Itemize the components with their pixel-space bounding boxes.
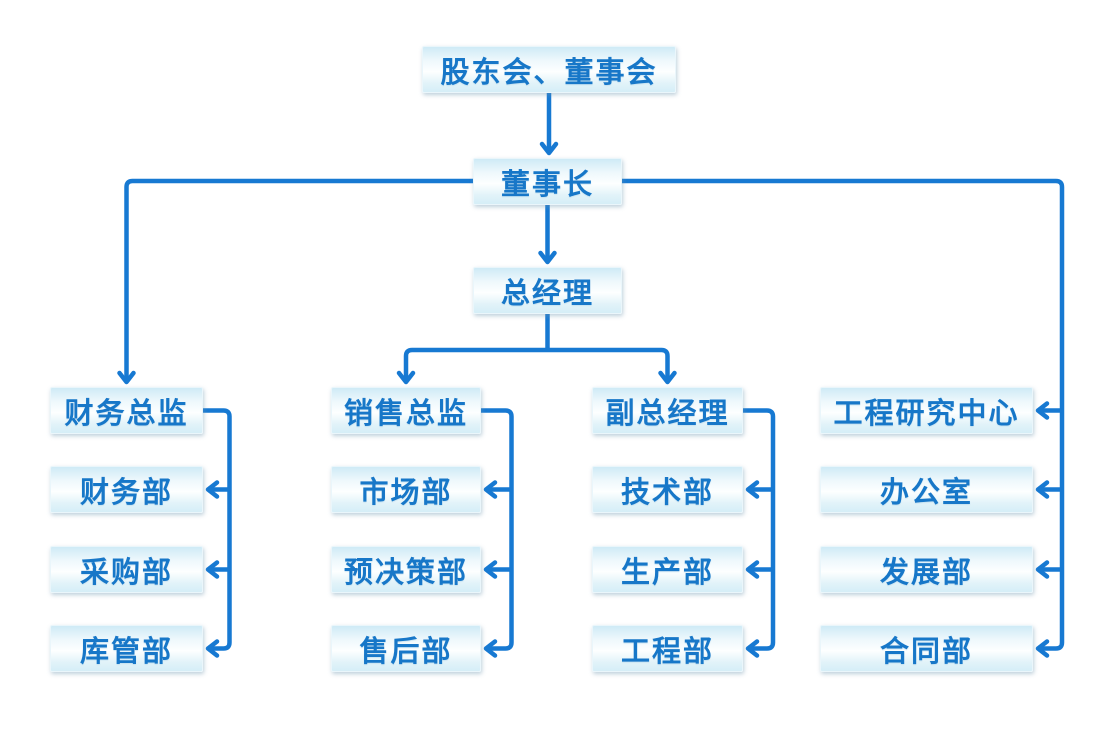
node-general-manager: 总经理 <box>473 267 622 314</box>
node-deputy-gm: 副总经理 <box>592 387 743 434</box>
node-engineering-research-center: 工程研究中心 <box>820 387 1033 434</box>
node-aftersales-dept: 售后部 <box>331 625 481 672</box>
node-sales-director: 销售总监 <box>331 387 481 434</box>
connector-chairman-to-finance-director <box>117 178 473 385</box>
node-predecision-dept: 预决策部 <box>331 546 481 593</box>
node-marketing-dept: 市场部 <box>331 466 481 513</box>
connector-finance-trunk-to-warehouse-dept <box>203 408 232 658</box>
node-purchasing-dept: 采购部 <box>50 546 203 593</box>
node-contract-dept: 合同部 <box>820 625 1033 672</box>
node-shareholders-board: 股东会、董事会 <box>422 46 676 93</box>
connector-sales-trunk-to-aftersales-dept <box>481 408 514 658</box>
connector-deputy-trunk-to-engineering-dept <box>743 408 776 658</box>
node-office: 办公室 <box>820 466 1033 513</box>
node-finance-dept: 财务部 <box>50 466 203 513</box>
node-technology-dept: 技术部 <box>592 466 743 513</box>
connector-chairman-to-contract-dept <box>622 178 1065 658</box>
node-chairman: 董事长 <box>473 158 622 205</box>
node-finance-director: 财务总监 <box>50 387 203 434</box>
node-warehouse-dept: 库管部 <box>50 625 203 672</box>
node-engineering-dept: 工程部 <box>592 625 743 672</box>
connector-gm-to-sales-director <box>396 347 548 385</box>
node-production-dept: 生产部 <box>592 546 743 593</box>
node-development-dept: 发展部 <box>820 546 1033 593</box>
connector-gm-to-deputy-gm <box>547 347 677 385</box>
